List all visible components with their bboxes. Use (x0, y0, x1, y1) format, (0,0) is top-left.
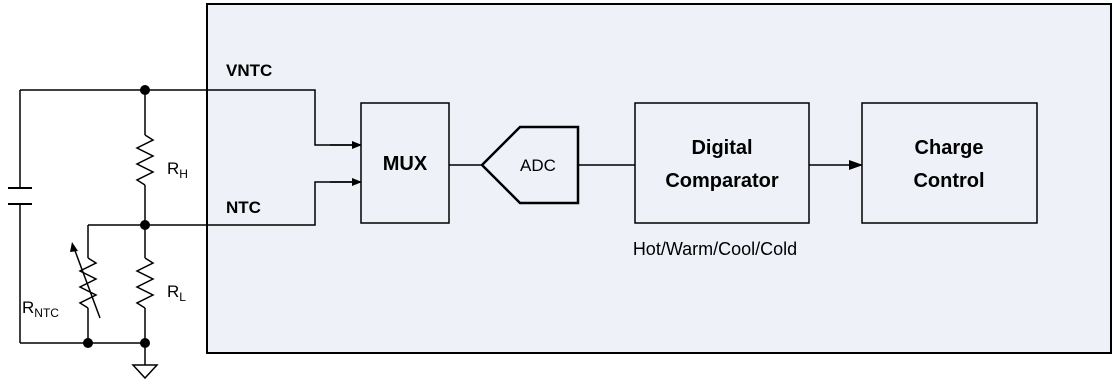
external-network (19, 89, 352, 365)
comparator-label-line1: Digital (691, 137, 752, 159)
charge-label-line2: Control (913, 170, 984, 192)
rntc-resistor-icon (78, 257, 98, 309)
rntc-label: RNTC (22, 298, 59, 320)
comparator-label-line2: Comparator (665, 170, 779, 192)
vntc-label: VNTC (226, 61, 272, 80)
rh-label: RH (167, 159, 188, 181)
capacitor-icon (8, 187, 32, 205)
rl-resistor-icon (135, 257, 155, 309)
charge-label-line1: Charge (915, 137, 984, 159)
charge-control-block (861, 102, 1038, 224)
ntc-label: NTC (226, 198, 261, 217)
junction-dots (83, 85, 150, 348)
adc-label: ADC (520, 156, 556, 175)
mux-label: MUX (383, 153, 428, 175)
rl-label: RL (167, 282, 186, 304)
variable-resistor-icon (70, 242, 101, 319)
ground-icon (131, 364, 159, 380)
rh-resistor-icon (135, 134, 155, 186)
comparator-states-label: Hot/Warm/Cool/Cold (633, 239, 797, 259)
mux-block (360, 102, 450, 224)
comparator-block (634, 102, 810, 224)
